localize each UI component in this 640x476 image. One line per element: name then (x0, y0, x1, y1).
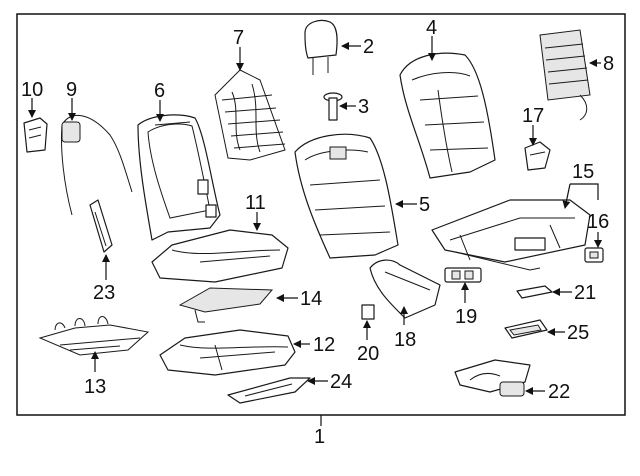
callout-22: 22 (548, 381, 570, 403)
callout-1: 1 (314, 426, 325, 448)
callout-5: 5 (419, 194, 430, 216)
callout-21: 21 (574, 282, 596, 304)
part-25-shape (504, 319, 548, 339)
callout-20: 20 (357, 343, 379, 365)
callout-labels: 1 2 3 4 5 6 7 8 9 10 11 12 13 14 15 16 1… (21, 17, 614, 448)
callout-6: 6 (154, 80, 165, 102)
callout-14: 14 (300, 288, 322, 310)
part-18-shape (369, 259, 441, 319)
callout-19: 19 (455, 306, 477, 328)
callout-8: 8 (603, 53, 614, 75)
callout-3: 3 (358, 96, 369, 118)
callout-11: 11 (245, 192, 266, 214)
callout-10: 10 (21, 79, 43, 101)
part-2-shape (304, 19, 338, 75)
callout-4: 4 (426, 17, 437, 39)
part-6-shape (137, 114, 221, 241)
part-9-shape (61, 114, 133, 216)
part-19-shape (444, 267, 482, 283)
part-7-shape (214, 69, 286, 161)
part-24-shape (227, 377, 311, 404)
part-22-shape (454, 359, 531, 397)
callout-9: 9 (66, 79, 77, 101)
part-11-shape (151, 229, 289, 283)
callout-25: 25 (567, 322, 589, 344)
part-15-shape (431, 199, 591, 271)
part-12-shape (159, 329, 296, 376)
part-17-shape (524, 141, 551, 171)
callout-7: 7 (233, 27, 244, 49)
part-21-shape (516, 285, 553, 299)
callout-18: 18 (394, 329, 416, 351)
part-10-shape (23, 117, 48, 153)
callout-17: 17 (522, 105, 544, 127)
part-13-shape (38, 316, 150, 356)
part-8-shape (539, 29, 591, 121)
part-14-shape (178, 287, 274, 323)
part-16-shape (584, 247, 604, 263)
callout-15: 15 (572, 161, 594, 183)
part-4-shape (399, 52, 496, 179)
callout-23: 23 (93, 282, 115, 304)
leader-lines (28, 36, 602, 395)
part-20-shape (361, 304, 375, 320)
callout-13: 13 (84, 376, 106, 398)
callout-24: 24 (330, 371, 352, 393)
part-23-shape (89, 199, 113, 253)
part-5-shape (294, 133, 399, 259)
part-3-shape (323, 92, 343, 121)
callout-2: 2 (363, 36, 374, 58)
callout-12: 12 (313, 334, 335, 356)
callout-16: 16 (587, 211, 609, 233)
